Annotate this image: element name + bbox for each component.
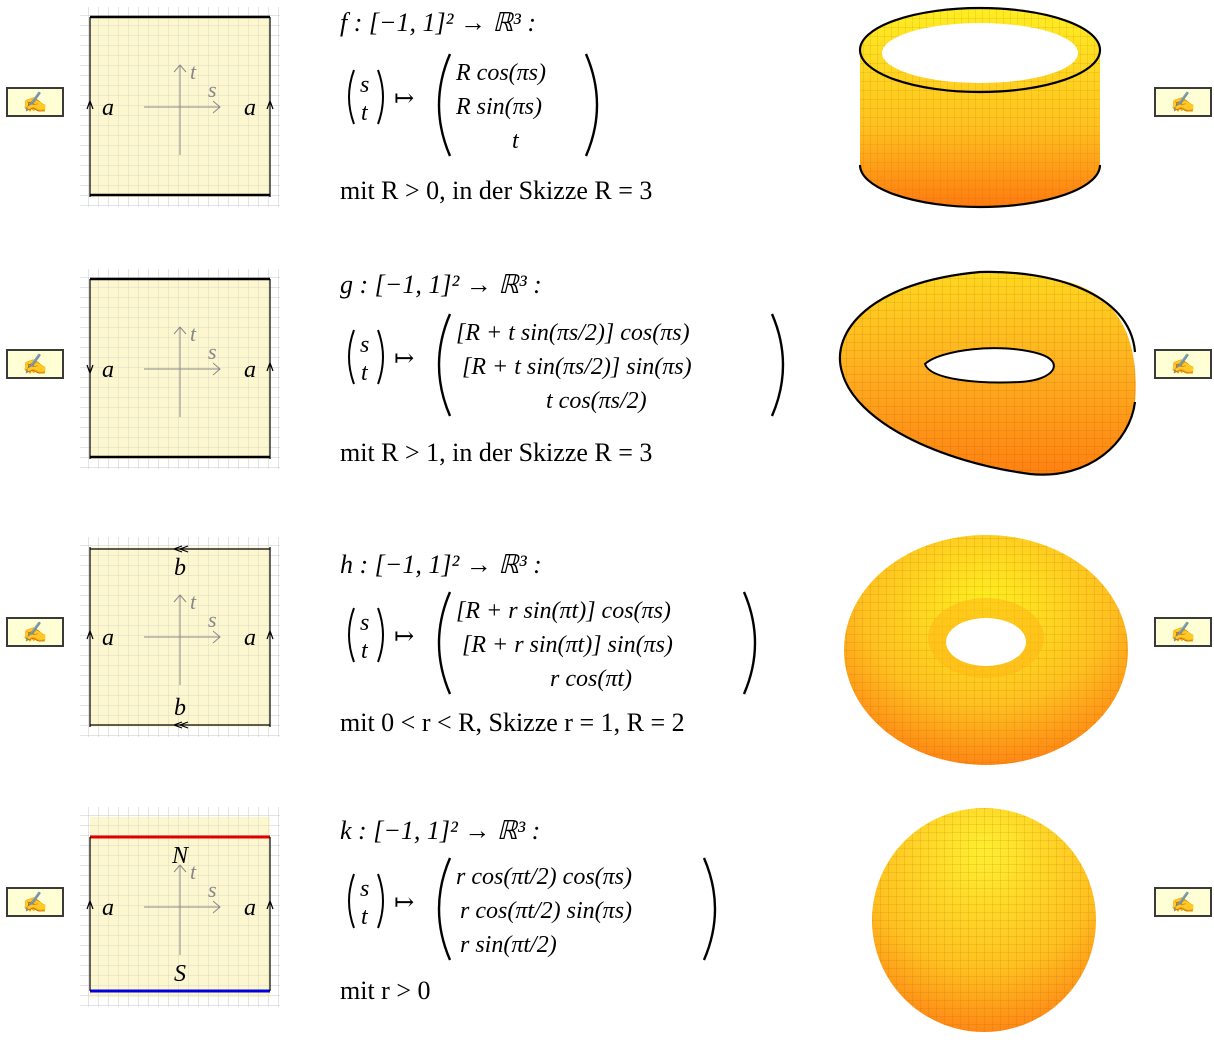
input-s: s: [360, 72, 369, 98]
maps-to: ↦: [394, 84, 414, 112]
surface-cylinder: [858, 6, 1102, 209]
output-1: [R + r sin(πt)] cos(πs): [456, 598, 671, 624]
output-2: r cos(πt/2) sin(πs): [460, 898, 632, 924]
surface-moebius: [838, 270, 1137, 476]
maps-to: ↦: [394, 344, 414, 372]
axis-t-label: t: [190, 859, 197, 884]
write-icon: ✍: [1170, 890, 1196, 914]
edge-right-label: a: [244, 625, 256, 651]
write-button-4[interactable]: ✍: [1154, 887, 1212, 917]
axis-s-label: s: [208, 339, 217, 364]
edge-left-label: a: [102, 895, 114, 921]
input-s: s: [360, 610, 369, 636]
input-s: s: [360, 332, 369, 358]
write-icon: ✍: [1170, 90, 1196, 114]
edge-right-label: a: [244, 357, 256, 383]
output-3: r sin(πt/2): [460, 932, 557, 958]
input-t: t: [361, 638, 369, 664]
edge-right-label: a: [244, 895, 256, 921]
signature: g : [−1, 1]² → ℝ³ :: [340, 270, 542, 299]
hand-button-3[interactable]: ✍: [6, 617, 64, 647]
row-moebius: ✍ t s a a g : [−1, 1]² → ℝ³ : s: [0, 262, 1214, 502]
parameter-square-2: t s a a: [80, 269, 280, 469]
edge-bottom-label: b: [174, 695, 186, 721]
hand-button-4[interactable]: ✍: [6, 887, 64, 917]
write-icon: ✍: [1170, 352, 1196, 376]
hand-icon: ✍: [22, 90, 48, 114]
mapping: s t ↦ [R + r sin(πt)] cos(πs) [R + r sin…: [340, 588, 810, 715]
input-t: t: [361, 100, 369, 126]
maps-to: ↦: [394, 888, 414, 916]
hand-icon: ✍: [22, 352, 48, 376]
row-cylinder: ✍ t s a a f : [−1, 1]² → ℝ³ : s: [0, 0, 1214, 240]
output-1: R cos(πs): [455, 60, 546, 86]
axis-t-label: t: [190, 589, 197, 614]
row-sphere: ✍ t s a a N S k : [−1, 1]² → ℝ³ :: [0, 800, 1214, 1040]
mapping: s t ↦ R cos(πs) R sin(πs) t: [340, 50, 810, 177]
north-label: N: [171, 843, 190, 869]
output-1: [R + t sin(πs/2)] cos(πs): [456, 320, 690, 346]
write-button-2[interactable]: ✍: [1154, 349, 1212, 379]
mapping: s t ↦ r cos(πt/2) cos(πs) r cos(πt/2) si…: [340, 854, 810, 981]
surface-sphere: [872, 808, 1096, 1032]
edge-top-label: b: [174, 555, 186, 581]
edge-right-label: a: [244, 95, 256, 121]
note: mit R > 0, in der Skizze R = 3: [340, 176, 653, 205]
south-label: S: [174, 961, 186, 987]
edge-left-label: a: [102, 357, 114, 383]
signature: k : [−1, 1]² → ℝ³ :: [340, 816, 541, 845]
edge-left-label: a: [102, 625, 114, 651]
output-2: [R + t sin(πs/2)] sin(πs): [462, 354, 692, 380]
axis-t-label: t: [190, 59, 197, 84]
hand-button-2[interactable]: ✍: [6, 349, 64, 379]
write-button-1[interactable]: ✍: [1154, 87, 1212, 117]
edge-left-label: a: [102, 95, 114, 121]
output-3: r cos(πt): [550, 666, 632, 692]
hand-icon: ✍: [22, 890, 48, 914]
hand-button-1[interactable]: ✍: [6, 87, 64, 117]
note: mit 0 < r < R, Skizze r = 1, R = 2: [340, 708, 685, 737]
input-t: t: [361, 904, 369, 930]
output-3: t: [512, 128, 520, 154]
surface-torus: [844, 535, 1128, 765]
mapping: s t ↦ [R + t sin(πs/2)] cos(πs) [R + t s…: [340, 310, 810, 437]
write-button-3[interactable]: ✍: [1154, 617, 1212, 647]
hand-icon: ✍: [22, 620, 48, 644]
note: mit r > 0: [340, 976, 431, 1005]
row-torus: ✍ t s a a b b h : [−1, 1]² → ℝ³ :: [0, 530, 1214, 770]
output-2: [R + r sin(πt)] sin(πs): [462, 632, 673, 658]
parameter-square-4: t s a a N S: [80, 807, 280, 1007]
parameter-square-1: t s a a: [80, 7, 280, 207]
output-1: r cos(πt/2) cos(πs): [456, 864, 632, 890]
note: mit R > 1, in der Skizze R = 3: [340, 438, 653, 467]
input-t: t: [361, 360, 369, 386]
signature: f : [−1, 1]² → ℝ³ :: [340, 8, 537, 37]
axis-s-label: s: [208, 77, 217, 102]
signature: h : [−1, 1]² → ℝ³ :: [340, 550, 542, 579]
output-3: t cos(πs/2): [546, 388, 647, 414]
parameter-square-3: t s a a b b: [80, 537, 280, 737]
maps-to: ↦: [394, 622, 414, 650]
input-s: s: [360, 876, 369, 902]
axis-s-label: s: [208, 877, 217, 902]
write-icon: ✍: [1170, 620, 1196, 644]
axis-s-label: s: [208, 607, 217, 632]
axis-t-label: t: [190, 321, 197, 346]
output-2: R sin(πs): [455, 94, 542, 120]
